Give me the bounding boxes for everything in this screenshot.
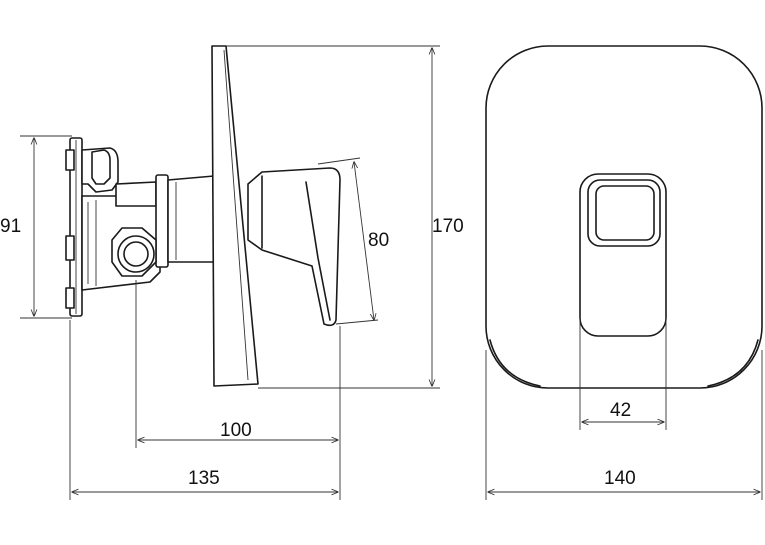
dim-plate-height: 170 [226, 45, 464, 389]
dim-total-depth: 135 [69, 320, 338, 500]
dim-label-42: 42 [610, 400, 631, 421]
dim-label-135: 135 [188, 468, 220, 489]
dim-flange-height: 91 [0, 135, 72, 319]
dim-label-91: 91 [0, 216, 21, 237]
dim-label-140: 140 [604, 468, 636, 489]
side-view [65, 45, 341, 387]
dim-lever-height: 80 [317, 157, 389, 325]
dim-label-80: 80 [368, 230, 389, 251]
outlet-nut [111, 227, 157, 277]
dim-label-100: 100 [220, 420, 252, 441]
valve-body [81, 147, 215, 291]
dim-plate-width: 140 [485, 350, 763, 500]
lever-handle [247, 167, 341, 327]
front-view [485, 45, 763, 389]
dim-lever-width: 42 [579, 318, 667, 430]
dim-lever-depth: 100 [135, 280, 341, 500]
dim-label-170: 170 [432, 216, 464, 237]
mounting-flange [65, 137, 83, 317]
cover-plate-profile [211, 45, 259, 387]
lever-front [579, 173, 667, 337]
